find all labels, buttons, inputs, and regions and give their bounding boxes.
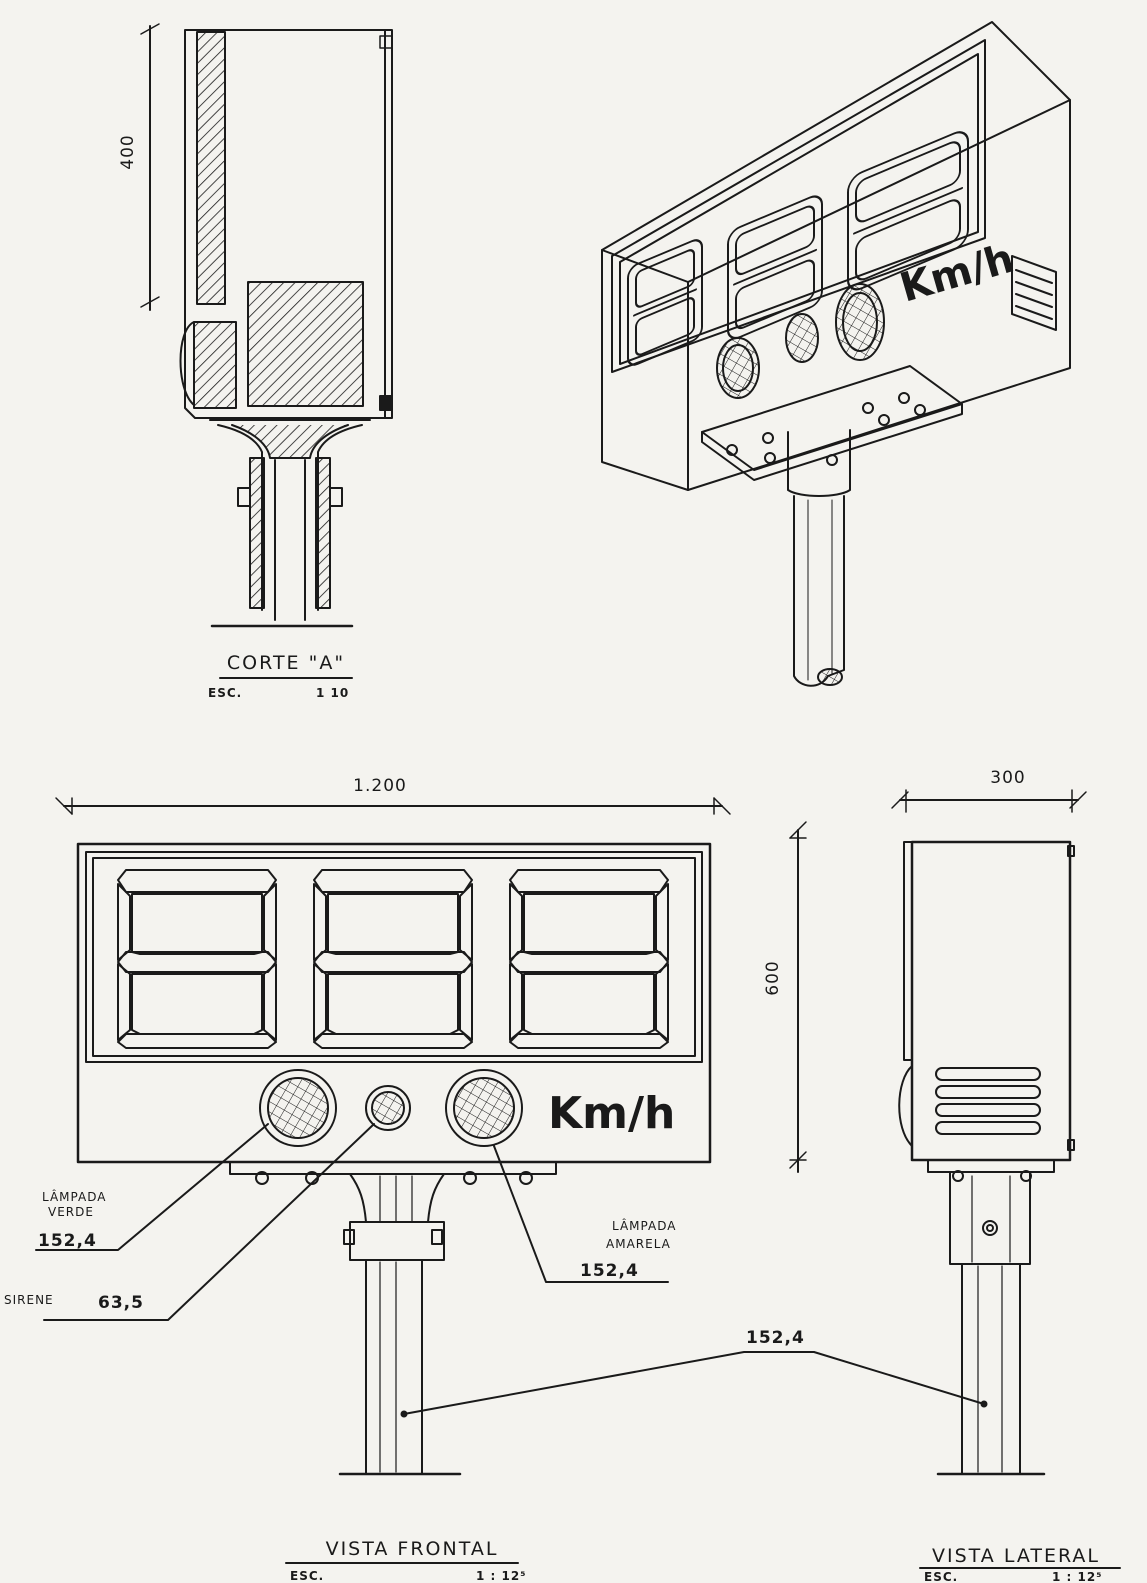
green-lamp-label-2: VERDE	[48, 1205, 94, 1219]
pole-value: 152,4	[746, 1328, 805, 1348]
green-lamp-icon	[259, 1069, 337, 1147]
vent-grille	[1011, 255, 1057, 331]
front-unit-label: Km/h	[548, 1088, 675, 1139]
yellow-lamp-icon	[445, 1069, 523, 1147]
side-scale-label: ESC.	[924, 1570, 958, 1583]
section-height-dim: 400	[118, 134, 138, 169]
display-digit	[509, 869, 669, 1049]
section-scale-label: ESC.	[208, 686, 242, 700]
display-digit	[313, 869, 473, 1049]
section-title: CORTE "A"	[227, 652, 345, 674]
vent-grille	[935, 1067, 1041, 1135]
yellow-lamp-value: 152,4	[580, 1261, 639, 1281]
perspective-view: Km/h	[601, 21, 1071, 687]
front-height-dim: 600	[763, 960, 783, 995]
siren-value: 63,5	[98, 1293, 144, 1313]
green-lamp-value: 152,4	[38, 1231, 97, 1251]
front-width-dim: 1.200	[353, 776, 407, 796]
front-scale-label: ESC.	[290, 1569, 324, 1583]
yellow-lamp-label-1: LÂMPADA	[612, 1218, 676, 1233]
green-lamp-label-1: LÂMPADA	[42, 1189, 106, 1204]
side-width-dim: 300	[990, 768, 1025, 788]
perspective-digit	[727, 195, 823, 340]
display-digit	[117, 869, 277, 1049]
front-view: 1.200 600 Km/h	[4, 776, 988, 1583]
siren-label: SIRENE	[4, 1293, 54, 1307]
section-view: 400 CORTE "A" ESC. 1 10	[118, 23, 393, 700]
yellow-lamp-label-2: AMARELA	[606, 1237, 671, 1251]
side-view: 300 VISTA LATERAL ESC. 1 : 12⁵	[891, 768, 1121, 1583]
perspective-digit	[627, 239, 703, 366]
perspective-digit	[847, 131, 969, 291]
side-scale-value: 1 : 12⁵	[1052, 1570, 1102, 1583]
side-title: VISTA LATERAL	[932, 1545, 1100, 1567]
front-scale-value: 1 : 12⁵	[476, 1569, 526, 1583]
siren-icon	[365, 1085, 411, 1131]
front-title: VISTA FRONTAL	[326, 1538, 499, 1560]
section-scale-value: 1 10	[316, 686, 349, 700]
